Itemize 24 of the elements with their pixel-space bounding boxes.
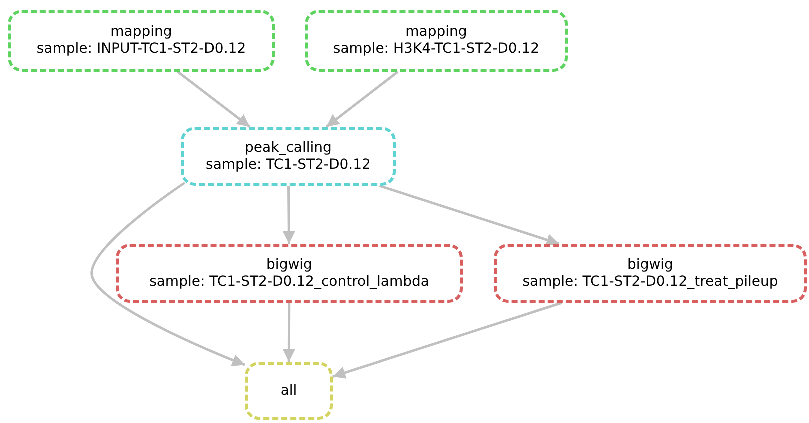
arrow (379, 184, 560, 246)
arrow (90, 182, 246, 366)
node-label: sample: H3K4-TC1-ST2-D0.12 (333, 41, 540, 58)
node-title: all (280, 382, 298, 400)
process-box (305, 10, 568, 72)
arrow (326, 71, 399, 128)
process-box (494, 244, 807, 303)
process-box (8, 10, 275, 72)
node-label: sample: TC1-ST2-D0.12_treat_pileup (522, 274, 778, 290)
node-label: sample: INPUT-TC1-ST2-D0.12 (36, 41, 246, 58)
node-label: sample: TC1-ST2-D0.12 (206, 156, 371, 174)
process-box (181, 127, 396, 186)
node-title: mapping (406, 24, 468, 41)
node-title: bigwig (628, 256, 674, 274)
arrow (177, 71, 251, 128)
node-title: bigwig (266, 256, 312, 274)
arrow (282, 303, 296, 362)
arrow (332, 302, 562, 379)
node-title: mapping (110, 24, 172, 41)
arrow (282, 186, 296, 244)
node-label: sample: TC1-ST2-D0.12_control_lambda (150, 274, 430, 290)
process-box (245, 362, 333, 420)
process-box (116, 244, 463, 303)
node-title: peak_calling (245, 140, 332, 156)
